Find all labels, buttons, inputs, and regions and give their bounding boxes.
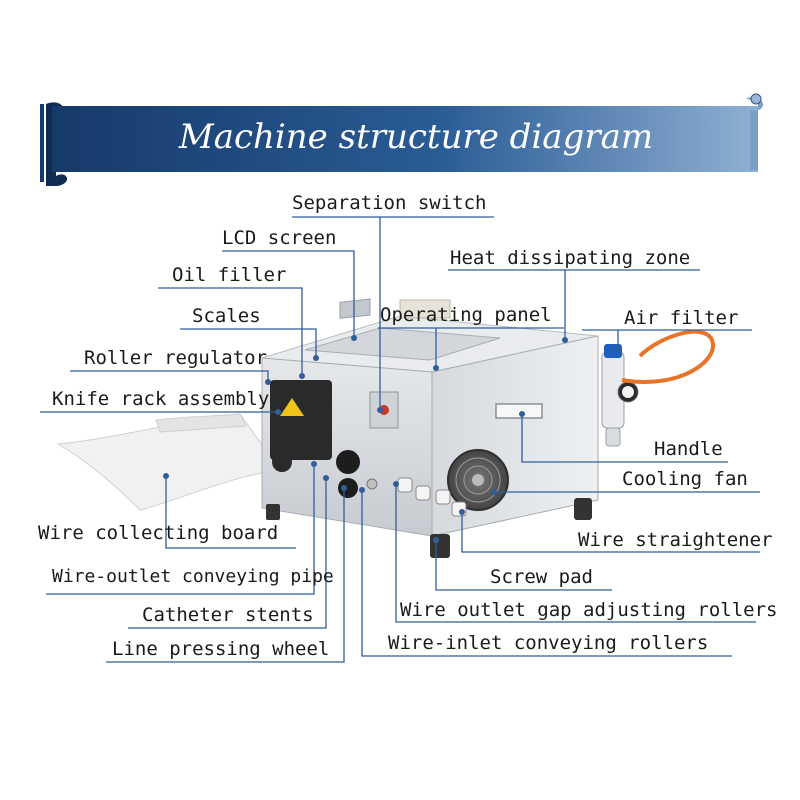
- leader-catheter-stents: [128, 478, 327, 629]
- label-heat-dissipating-zone: Heat dissipating zone: [450, 247, 691, 269]
- label-lcd-screen: LCD screen: [222, 227, 337, 249]
- label-air-filter: Air filter: [624, 307, 739, 329]
- label-line-pressing-wheel: Line pressing wheel: [112, 638, 330, 660]
- label-catheter-stents: Catheter stents: [142, 604, 314, 626]
- label-roller-regulator: Roller regulator: [84, 347, 268, 369]
- label-knife-rack-assembly: Knife rack assembly: [52, 388, 270, 410]
- label-oil-filler: Oil filler: [172, 264, 287, 286]
- label-handle: Handle: [654, 438, 723, 460]
- knife-rack-shape: [270, 380, 332, 460]
- label-separation-switch: Separation switch: [292, 192, 487, 214]
- lcd-screen-shape: [339, 298, 371, 319]
- air-filter-assembly: [601, 329, 715, 447]
- leader-outlet-pipe: [46, 464, 315, 595]
- leader-endpoints: [163, 335, 621, 543]
- leader-roller-regulator: [70, 370, 269, 382]
- leader-oil-filler: [158, 287, 303, 376]
- leader-gap-rollers: [395, 484, 756, 623]
- leader-line-pressing-wheel: [106, 488, 345, 663]
- machine-body: [261, 298, 599, 558]
- leader-collecting-board: [165, 476, 296, 549]
- label-wire-straightener: Wire straightener: [578, 529, 773, 551]
- leader-lcd-screen: [222, 250, 355, 338]
- label-wire-outlet-conveying-pipe: Wire-outlet conveying pipe: [52, 566, 334, 587]
- leader-screw-pad: [435, 540, 612, 591]
- banner-left-curl: [46, 102, 68, 186]
- leader-wire-straightener: [461, 512, 760, 553]
- leader-handle: [521, 414, 728, 463]
- diagram-title: Machine structure diagram: [178, 117, 653, 157]
- label-wire-collecting-board: Wire collecting board: [38, 522, 279, 544]
- label-scales: Scales: [192, 305, 261, 327]
- title-banner: Machine structure diagram: [40, 93, 764, 186]
- label-operating-panel: Operating panel: [380, 304, 552, 326]
- label-wire-outlet-gap-adjusting-rollers: Wire outlet gap adjusting rollers: [400, 599, 778, 621]
- leader-inlet-rollers: [361, 490, 732, 657]
- wire-collecting-board-shape: [56, 413, 281, 511]
- label-screw-pad: Screw pad: [490, 566, 593, 588]
- leader-lines: [40, 216, 760, 663]
- banner-right-curl: [746, 97, 764, 170]
- handle-shape: [495, 403, 543, 419]
- banner-body: [52, 106, 758, 172]
- label-cooling-fan: Cooling fan: [622, 468, 748, 490]
- leader-scales: [180, 328, 317, 358]
- label-wire-inlet-conveying-rollers: Wire-inlet conveying rollers: [388, 632, 709, 654]
